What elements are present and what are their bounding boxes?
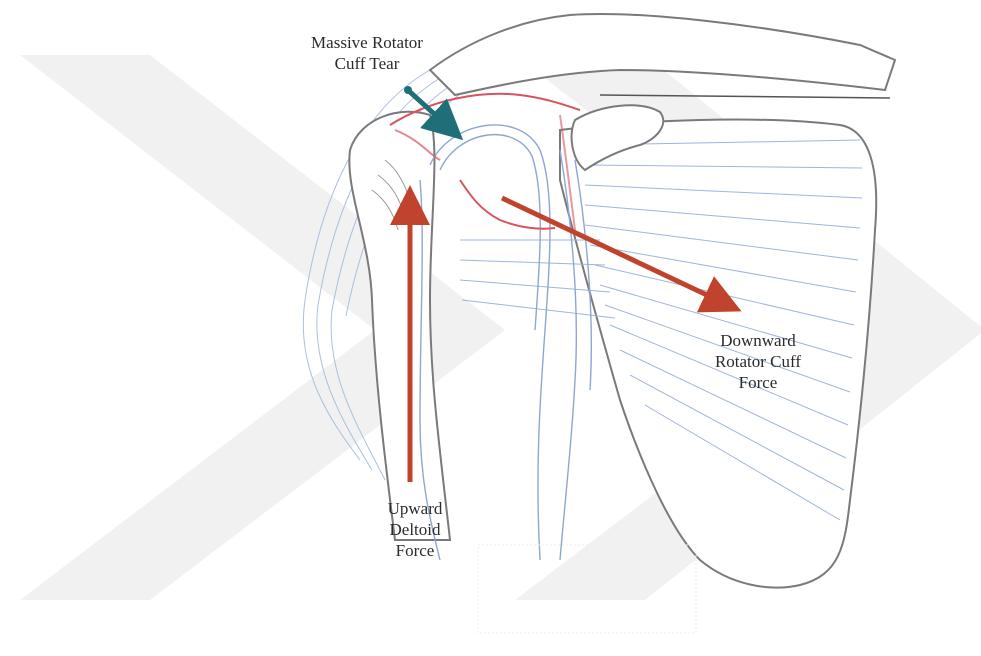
upward-force-label-line3: Force <box>360 540 470 561</box>
tear-pointer-dot <box>404 86 412 94</box>
upward-force-label-line2: Deltoid <box>360 519 470 540</box>
downward-force-label-line2: Rotator Cuff <box>683 351 833 372</box>
downward-force-label-line1: Downward <box>683 330 833 351</box>
downward-force-label-line3: Force <box>683 372 833 393</box>
massive-tear-label-line1: Massive Rotator <box>283 32 451 53</box>
massive-tear-label: Massive Rotator Cuff Tear <box>283 32 451 74</box>
upward-force-label: Upward Deltoid Force <box>360 498 470 561</box>
downward-force-label: Downward Rotator Cuff Force <box>683 330 833 393</box>
upward-force-label-line1: Upward <box>360 498 470 519</box>
massive-tear-label-line2: Cuff Tear <box>283 53 451 74</box>
